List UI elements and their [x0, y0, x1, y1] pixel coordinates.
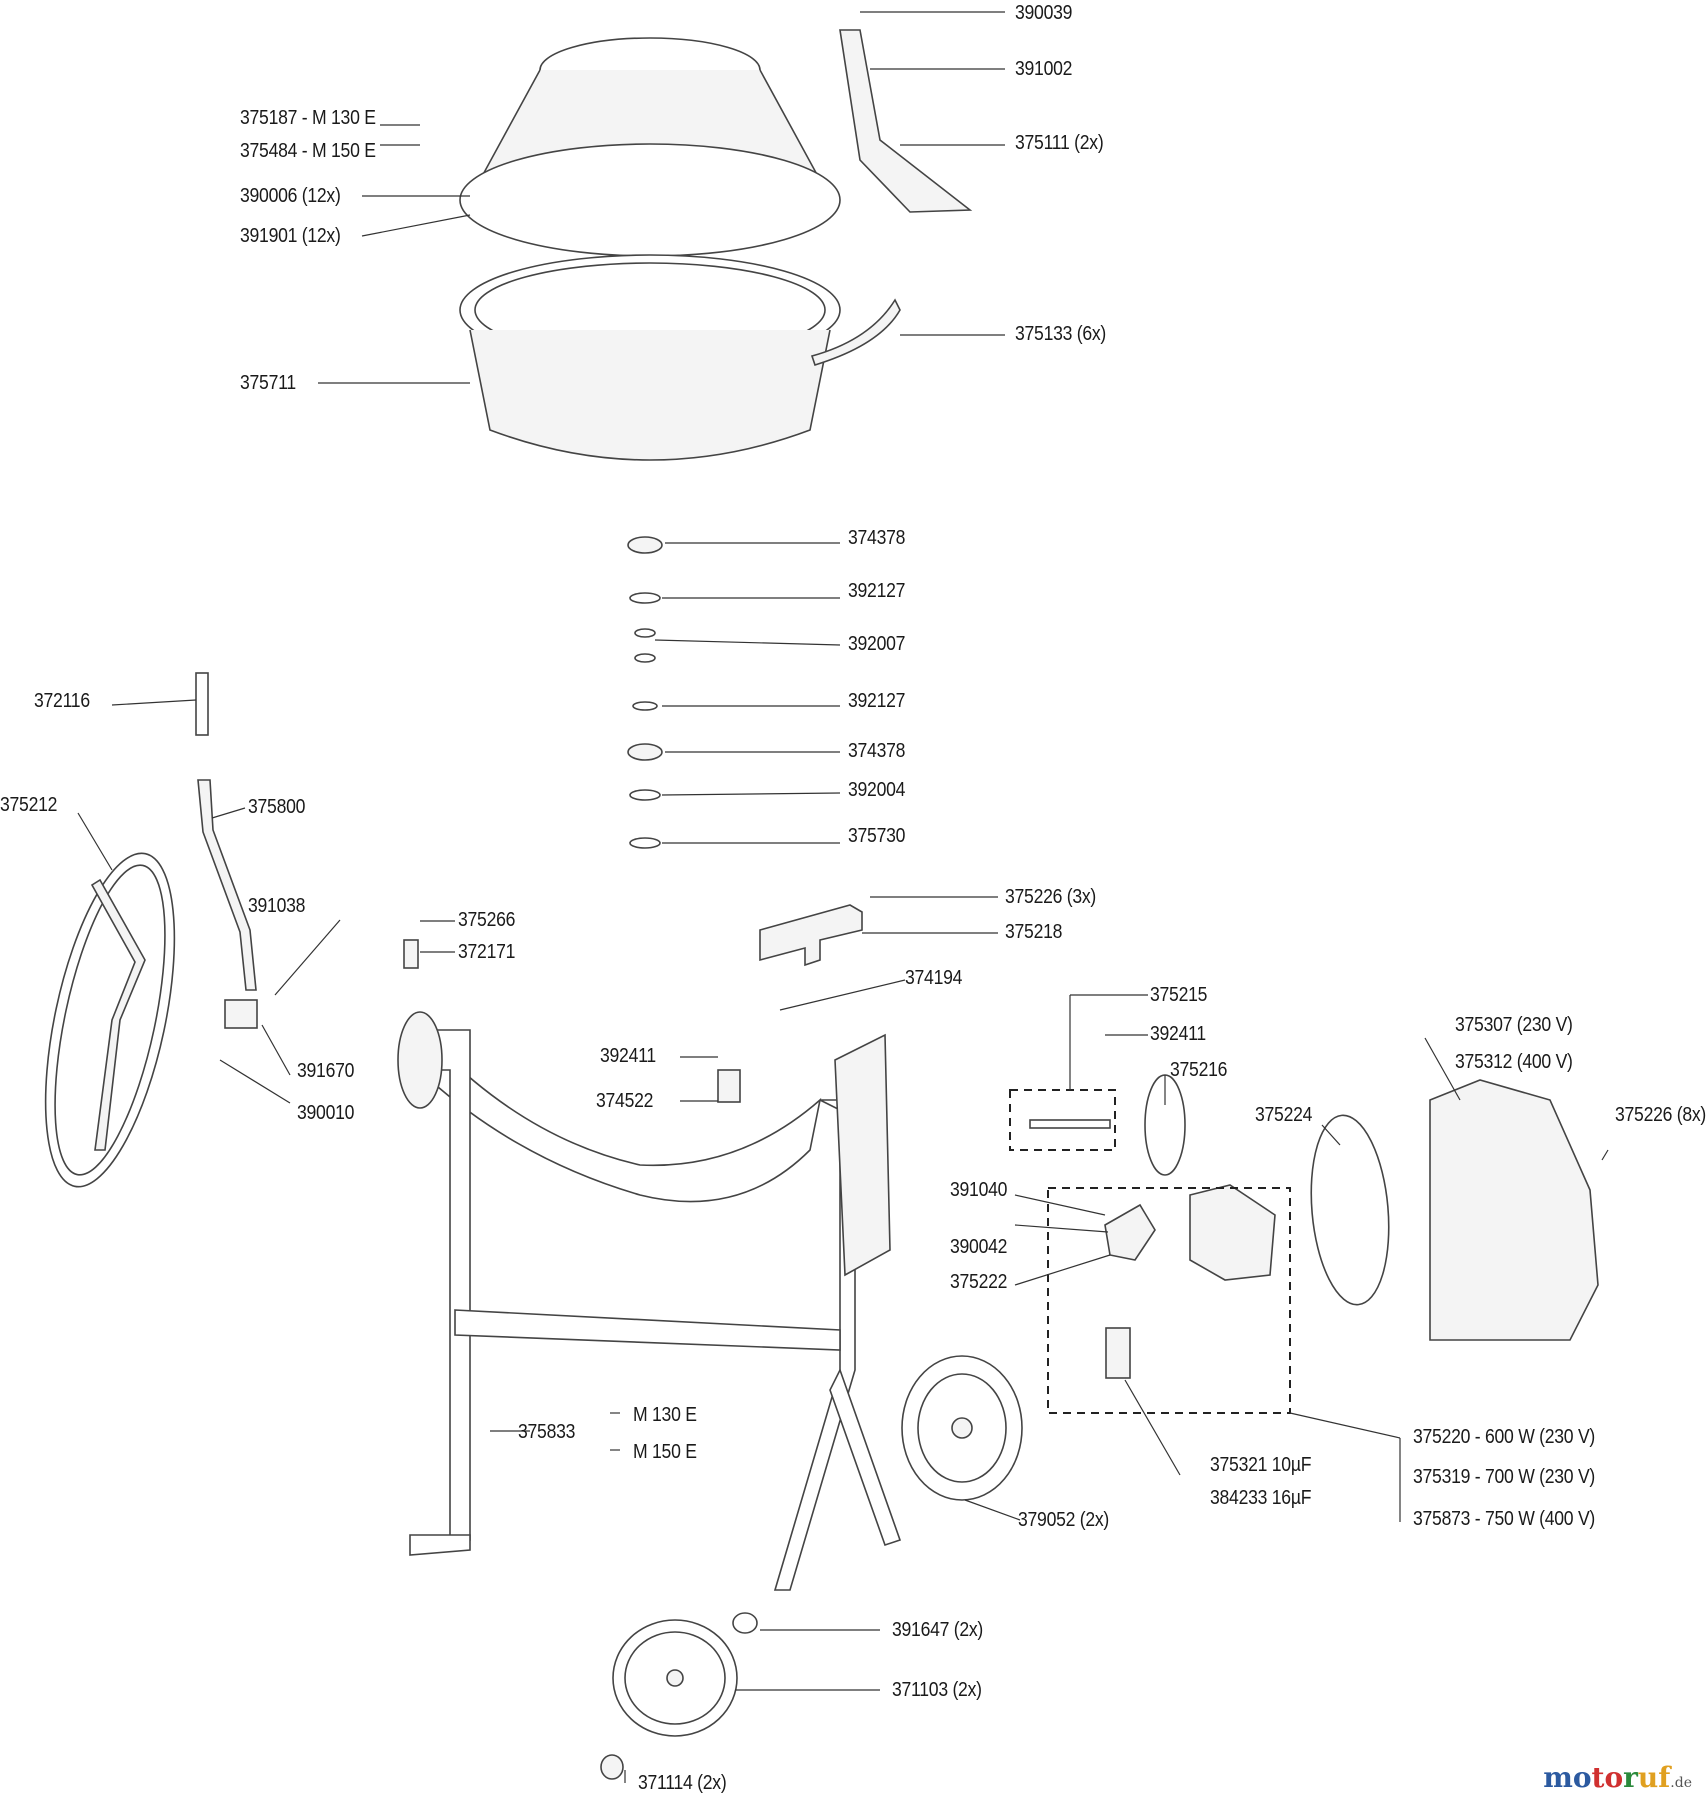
belt-ring-part — [1310, 1114, 1390, 1306]
label-390042: 390042 — [950, 1236, 1008, 1258]
label-371114: 371114 (2x) — [638, 1772, 727, 1794]
drum-cone-part — [459, 37, 841, 257]
motor-mount-plate-part — [834, 1033, 891, 1277]
label-379052: 379052 (2x) — [1018, 1509, 1110, 1531]
label-372171: 372171 — [458, 941, 516, 963]
rear-wheel-part — [901, 1355, 1023, 1501]
label-372116: 372116 — [34, 690, 90, 712]
wheel-cap-part — [600, 1754, 624, 1780]
label-390010: 390010 — [297, 1102, 355, 1124]
label-371103: 371103 (2x) — [892, 1679, 982, 1701]
bracket-part — [839, 29, 973, 213]
drive-gear-part — [397, 1011, 443, 1109]
label-375319: 375319 - 700 W (230 V) — [1413, 1466, 1596, 1488]
wheel-washer-part — [732, 1612, 758, 1634]
label-375224: 375224 — [1255, 1104, 1313, 1126]
label-375216: 375216 — [1170, 1059, 1228, 1081]
leader-lines — [77, 11, 1609, 1783]
label-375111: 375111 (2x) — [1015, 132, 1104, 154]
label-392007: 392007 — [848, 633, 906, 655]
label-375833: 375833 — [518, 1421, 576, 1443]
motor-housing-part — [1429, 1079, 1599, 1341]
front-wheel-part — [612, 1619, 738, 1737]
label-384233: 384233 16µF — [1210, 1487, 1312, 1509]
label-374378-bottom: 374378 — [848, 740, 906, 762]
label-392004: 392004 — [848, 779, 906, 801]
pinion-part — [717, 1069, 741, 1103]
label-375187: 375187 - M 130 E — [240, 107, 376, 129]
label-375220: 375220 - 600 W (230 V) — [1413, 1426, 1596, 1448]
lever-part — [197, 779, 257, 991]
label-390006: 390006 (12x) — [240, 185, 341, 207]
label-391901: 391901 (12x) — [240, 225, 341, 247]
label-392411-right: 392411 — [1150, 1023, 1206, 1045]
label-375222: 375222 — [950, 1271, 1008, 1293]
motor-part — [1189, 1184, 1276, 1281]
spring-part — [403, 939, 419, 969]
label-391670: 391670 — [297, 1060, 355, 1082]
label-375218: 375218 — [1005, 921, 1063, 943]
label-391002: 391002 — [1015, 58, 1073, 80]
shaft-pin-part — [1029, 1119, 1111, 1129]
label-392127-bottom: 392127 — [848, 690, 906, 712]
label-m150e: M 150 E — [633, 1441, 697, 1463]
label-375133: 375133 (6x) — [1015, 323, 1107, 345]
label-375730: 375730 — [848, 825, 906, 847]
label-392127-top: 392127 — [848, 580, 906, 602]
label-392411-left: 392411 — [600, 1045, 656, 1067]
label-390039: 390039 — [1015, 2, 1073, 24]
label-m130e: M 130 E — [633, 1404, 697, 1426]
label-375307: 375307 (230 V) — [1455, 1014, 1573, 1036]
label-375226-3x: 375226 (3x) — [1005, 886, 1097, 908]
watermark-logo: motoruf.de — [1543, 1761, 1692, 1794]
label-375484: 375484 - M 150 E — [240, 140, 376, 162]
pin-part — [195, 672, 209, 736]
label-375312: 375312 (400 V) — [1455, 1051, 1573, 1073]
label-375711: 375711 — [240, 372, 296, 394]
label-375321: 375321 10µF — [1210, 1454, 1312, 1476]
latch-block-part — [224, 999, 258, 1029]
label-374378-top: 374378 — [848, 527, 906, 549]
label-391647: 391647 (2x) — [892, 1619, 984, 1641]
label-375226-8x: 375226 (8x) — [1615, 1104, 1706, 1126]
label-375215: 375215 — [1150, 984, 1208, 1006]
shaft-washers-part — [627, 536, 663, 849]
label-391040: 391040 — [950, 1179, 1008, 1201]
capacitor-part — [1105, 1327, 1131, 1379]
label-374194: 374194 — [905, 967, 963, 989]
stand-frame-part — [409, 1029, 902, 1591]
drum-bottom-part — [459, 254, 841, 461]
label-374522: 374522 — [596, 1090, 654, 1112]
label-375266: 375266 — [458, 909, 516, 931]
label-375212: 375212 — [0, 794, 58, 816]
label-375800: 375800 — [248, 796, 306, 818]
upper-bracket-part — [759, 904, 863, 967]
handwheel-part — [44, 852, 176, 1188]
gear-segment-part — [810, 298, 901, 366]
label-391038: 391038 — [248, 895, 306, 917]
motor-bracket-part — [1104, 1203, 1156, 1261]
label-375873: 375873 - 750 W (400 V) — [1413, 1508, 1596, 1530]
